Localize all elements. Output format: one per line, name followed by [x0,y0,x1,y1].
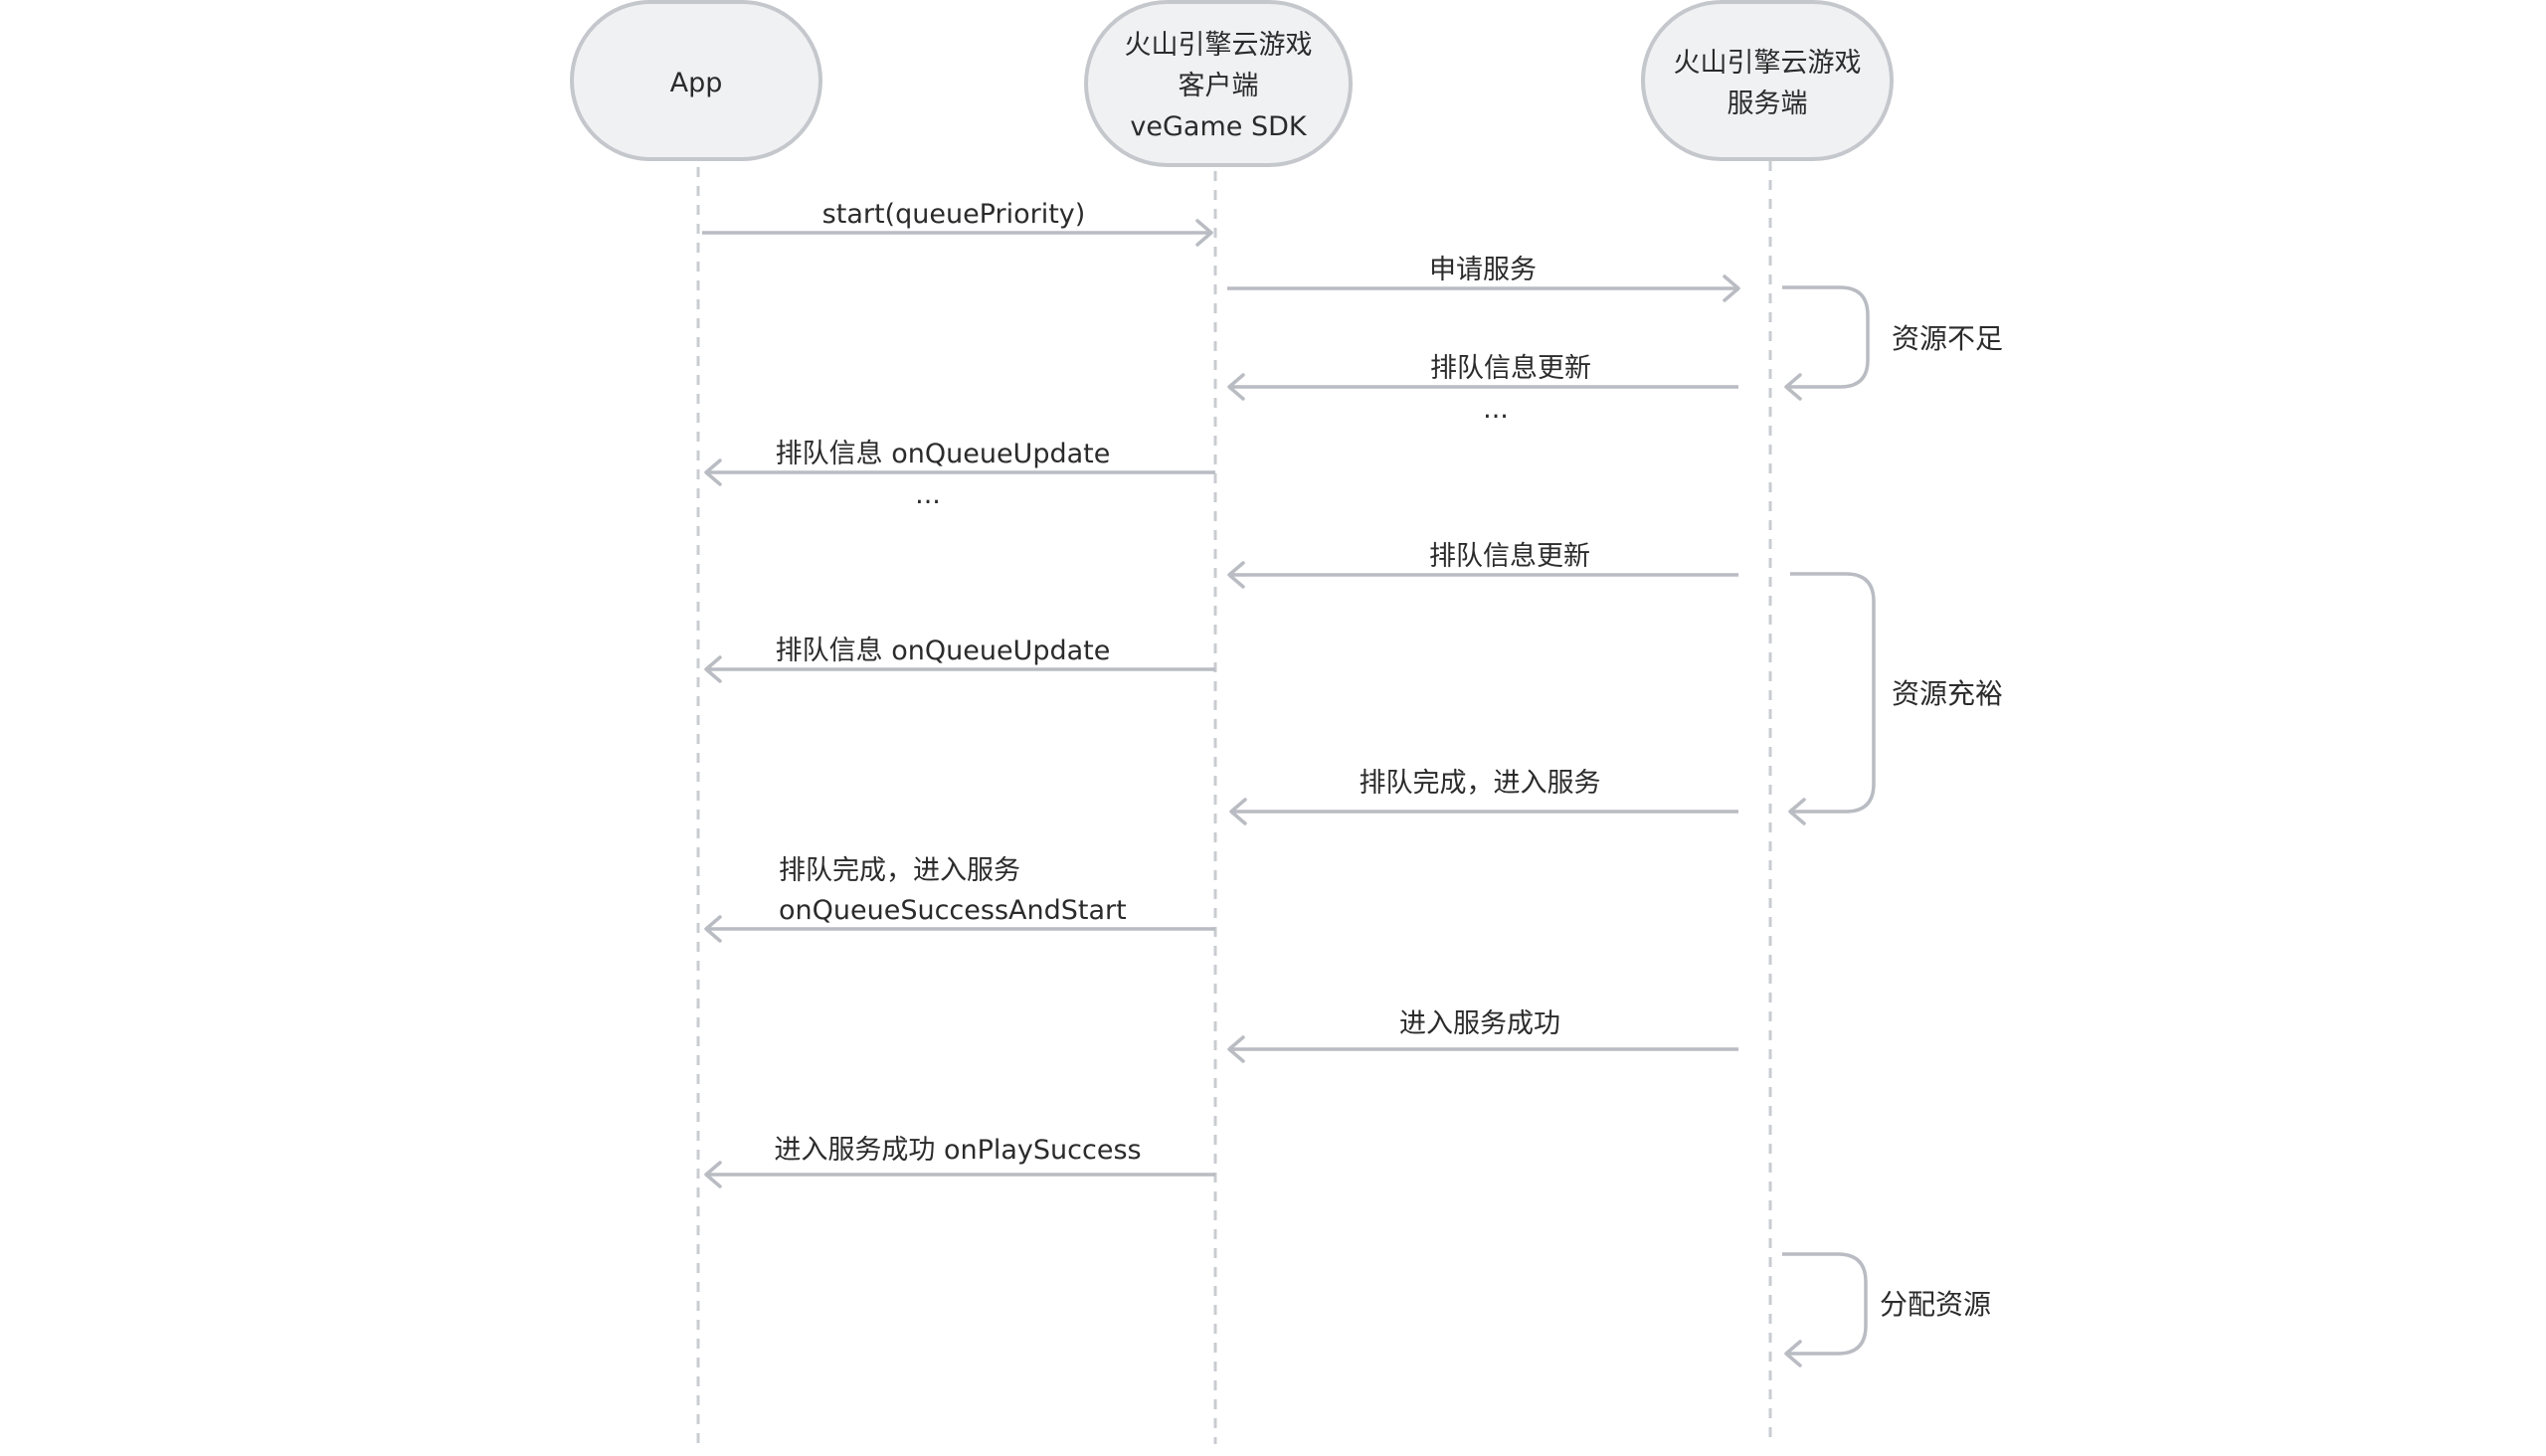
message-apply-service: 申请服务 [1227,255,1740,302]
message-on-queue-update-1-label: 排队信息 onQueueUpdate [776,439,1111,469]
message-queue-complete: 排队完成，进入服务 [1229,768,1738,825]
message-on-queue-update-2-label: 排队信息 onQueueUpdate [776,636,1111,666]
message-enter-service-success-label: 进入服务成功 [1399,1008,1560,1039]
participant-client-label-line-1: 火山引擎云游戏 [1125,30,1313,61]
arrow-left-icon [1788,798,1806,825]
arrow-left-icon [1227,561,1245,589]
self-note-insufficient-resources-label: 资源不足 [1892,322,2003,355]
arrow-right-icon [1195,219,1213,247]
message-on-play-success: 进入服务成功 onPlaySuccess [704,1135,1215,1188]
arrow-left-icon [704,458,722,486]
arrow-left-icon [1229,798,1247,825]
message-apply-service-label: 申请服务 [1429,255,1537,285]
message-on-queue-update-1: 排队信息 onQueueUpdate [704,439,1215,486]
participant-client-label-line-2: 客户端 [1179,71,1259,101]
arrow-left-icon [1227,1035,1245,1063]
arrow-right-icon [1723,274,1740,302]
self-note-sufficient-resources-label: 资源充裕 [1892,677,2003,710]
message-queue-update-1: 排队信息更新 [1227,353,1738,401]
message-on-play-success-label: 进入服务成功 onPlaySuccess [774,1135,1141,1166]
message-queue-update-2: 排队信息更新 [1227,541,1738,589]
message-on-queue-update-2: 排队信息 onQueueUpdate [704,636,1215,683]
arrow-left-icon [704,655,722,683]
message-on-queue-success-and-start: 排队完成，进入服务 onQueueSuccessAndStart [704,855,1215,943]
message-queue-update-1-label: 排队信息更新 [1430,353,1591,384]
self-note-allocate-resources-label: 分配资源 [1880,1288,1991,1321]
message-queue-complete-label: 排队完成，进入服务 [1360,768,1601,799]
self-note-insufficient-resources: 资源不足 [1782,285,2003,401]
message-on-queue-success-and-start-label-line-2: onQueueSuccessAndStart [779,895,1127,926]
participant-server-label-line-2: 服务端 [1728,89,1808,119]
participant-client: 火山引擎云游戏 客户端 veGame SDK [1084,0,1353,167]
participant-app-label: App [670,68,723,98]
participant-server: 火山引擎云游戏 服务端 [1641,0,1894,161]
participant-client-label-line-3: veGame SDK [1130,111,1307,142]
arrow-left-icon [1227,373,1245,401]
ellipsis-server-client: ... [1483,394,1509,425]
message-queue-update-2-label: 排队信息更新 [1429,541,1590,572]
arrow-left-icon [704,915,722,943]
self-note-sufficient-resources: 资源充裕 [1788,572,2003,825]
self-note-allocate-resources: 分配资源 [1782,1252,1991,1367]
message-start-label: start(queuePriority) [822,199,1086,230]
arrow-left-icon [704,1161,722,1188]
ellipsis-client-app: ... [915,479,941,510]
message-enter-service-success: 进入服务成功 [1227,1008,1738,1063]
message-start: start(queuePriority) [702,199,1213,247]
message-on-queue-success-and-start-label-line-1: 排队完成，进入服务 [779,855,1020,886]
participant-app: App [570,0,822,161]
arrow-left-icon [1784,1340,1802,1367]
participant-server-label-line-1: 火山引擎云游戏 [1674,48,1862,79]
arrow-left-icon [1784,373,1802,401]
